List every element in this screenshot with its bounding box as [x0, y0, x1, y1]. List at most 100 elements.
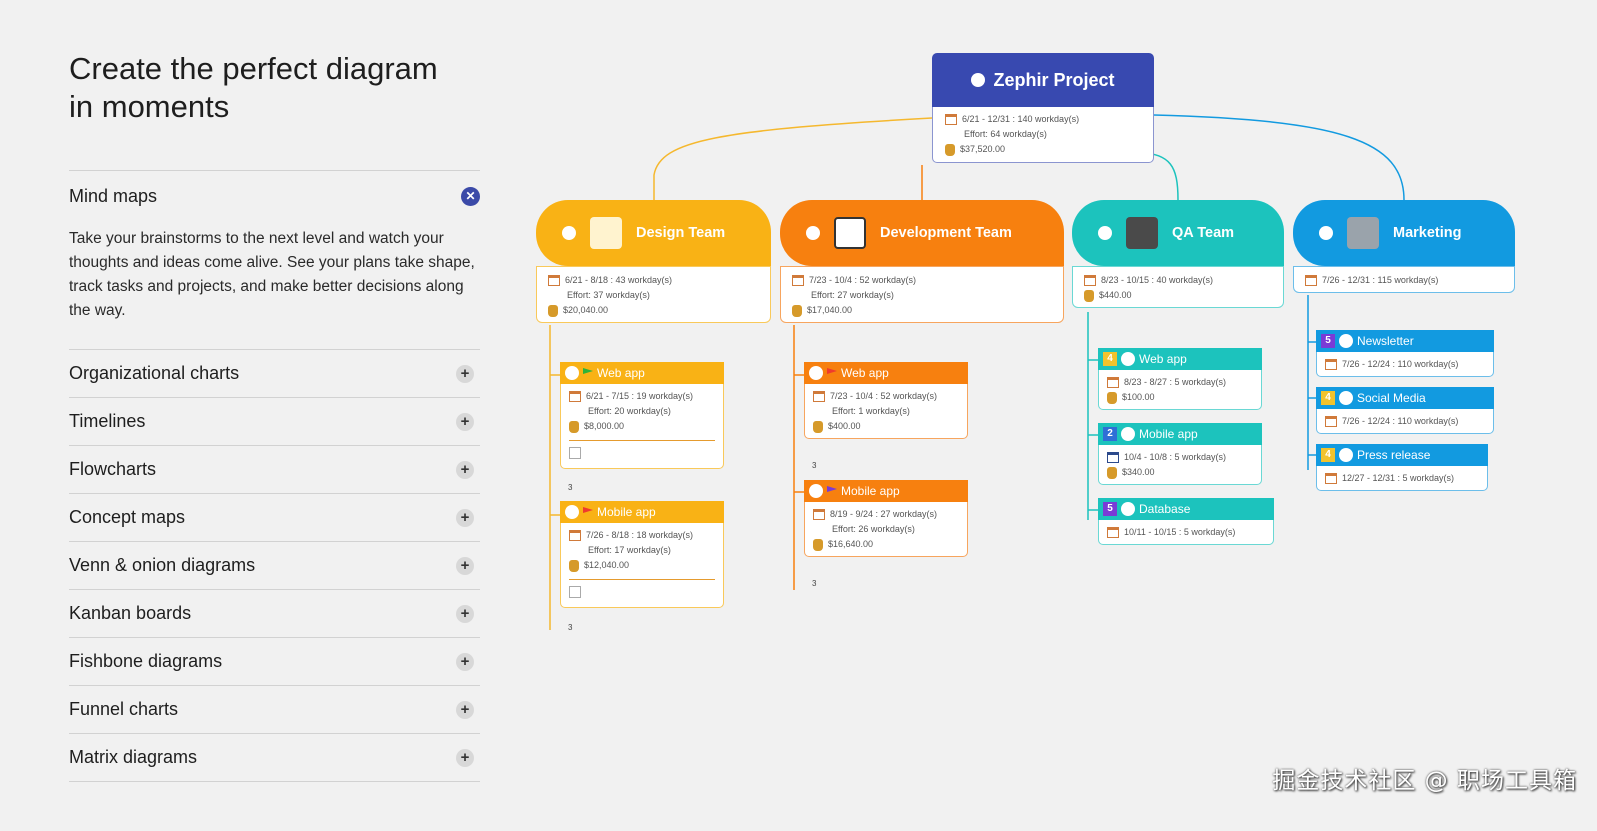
accordion-label: Organizational charts — [69, 363, 240, 383]
collapsed-count-badge[interactable]: 3 — [812, 579, 817, 588]
plus-icon[interactable]: + — [456, 412, 474, 431]
team-node-design[interactable]: Design Team 6/21 - 8/18 : 43 workday(s) … — [536, 200, 771, 323]
team-cost: $17,040.00 — [807, 305, 853, 315]
task-header[interactable]: Mobile app — [804, 480, 968, 502]
collapsed-count-badge[interactable]: 3 — [812, 461, 817, 470]
task-title: Mobile app — [597, 505, 656, 519]
calendar-icon — [1107, 377, 1119, 388]
team-node-marketing[interactable]: Marketing 7/26 - 12/31 : 115 workday(s) — [1293, 200, 1515, 293]
note-icon[interactable] — [569, 447, 581, 459]
team-details: 6/21 - 8/18 : 43 workday(s) Effort: 37 w… — [536, 266, 771, 323]
team-header[interactable]: Development Team — [780, 200, 1064, 266]
plus-icon[interactable]: + — [456, 748, 474, 767]
accordion-title[interactable]: Mind maps — [69, 186, 158, 206]
calendar-icon — [792, 275, 804, 286]
task-node-design-web-app[interactable]: Web app 6/21 - 7/15 : 19 workday(s) Effo… — [560, 362, 724, 469]
team-node-qa[interactable]: QA Team 8/23 - 10/15 : 40 workday(s) $44… — [1072, 200, 1284, 308]
team-dates: 6/21 - 8/18 : 43 workday(s) — [565, 275, 673, 285]
calendar-icon — [1084, 275, 1096, 286]
team-title: QA Team — [1172, 225, 1235, 241]
collapsed-count-badge[interactable]: 3 — [568, 623, 573, 632]
accordion-item-matrix[interactable]: Matrix diagrams+ — [69, 734, 480, 782]
accordion-item-funnel[interactable]: Funnel charts+ — [69, 686, 480, 734]
plus-icon[interactable]: + — [456, 364, 474, 383]
accordion-item-flowcharts[interactable]: Flowcharts + — [69, 446, 480, 494]
task-header[interactable]: Web app — [804, 362, 968, 384]
priority-badge: 4 — [1103, 352, 1117, 366]
progress-icon — [565, 505, 579, 519]
team-header[interactable]: Design Team — [536, 200, 771, 266]
accordion-item-organizational-charts[interactable]: Organizational charts + — [69, 350, 480, 398]
task-dates: 8/19 - 9/24 : 27 workday(s) — [830, 509, 938, 519]
progress-icon — [1339, 391, 1353, 405]
task-cost: $400.00 — [828, 421, 861, 431]
easel-icon — [590, 217, 622, 249]
plus-icon[interactable]: + — [456, 556, 474, 575]
task-node-dev-mobile-app[interactable]: Mobile app 8/19 - 9/24 : 27 workday(s) E… — [804, 480, 968, 557]
task-dates: 7/23 - 10/4 : 52 workday(s) — [830, 391, 938, 401]
accordion-item-kanban[interactable]: Kanban boards+ — [69, 590, 480, 638]
calendar-icon — [548, 275, 560, 286]
plus-icon[interactable]: + — [456, 508, 474, 527]
task-title: Web app — [597, 366, 645, 380]
accordion-label: Venn & onion diagrams — [69, 555, 256, 575]
megaphone-icon — [1347, 217, 1379, 249]
progress-icon — [806, 226, 820, 240]
progress-icon — [809, 484, 823, 498]
task-dates: 7/26 - 12/24 : 110 workday(s) — [1342, 416, 1459, 426]
task-header[interactable]: Mobile app — [560, 501, 724, 523]
accordion-item-venn-onion[interactable]: Venn & onion diagrams + — [69, 542, 480, 590]
collapsed-count-badge[interactable]: 3 — [568, 483, 573, 492]
accordion-item-mind-maps[interactable]: Mind maps ✕ Take your brainstorms to the… — [69, 170, 480, 350]
task-title: Mobile app — [841, 484, 900, 498]
progress-icon — [971, 73, 986, 87]
plus-icon[interactable]: + — [456, 700, 474, 719]
close-icon[interactable]: ✕ — [461, 187, 480, 206]
team-cost: $440.00 — [1099, 290, 1132, 300]
money-bag-icon — [813, 538, 823, 551]
calendar-icon — [1107, 527, 1119, 538]
watermark: 掘金技术社区 @ 职场工具箱 — [1272, 768, 1577, 794]
flag-icon — [827, 486, 837, 492]
plus-icon[interactable]: + — [456, 652, 474, 671]
team-node-development[interactable]: Development Team 7/23 - 10/4 : 52 workda… — [780, 200, 1064, 323]
accordion-item-fishbone[interactable]: Fishbone diagrams+ — [69, 638, 480, 686]
calendar-icon — [813, 391, 825, 402]
money-bag-icon — [813, 420, 823, 433]
plus-icon[interactable]: + — [456, 604, 474, 623]
priority-badge: 2 — [1103, 427, 1117, 441]
accordion-label: Flowcharts — [69, 459, 157, 479]
plus-icon[interactable]: + — [456, 460, 474, 479]
team-dates: 7/26 - 12/31 : 115 workday(s) — [1322, 275, 1439, 285]
progress-icon — [1339, 448, 1353, 462]
task-title: Newsletter — [1357, 334, 1414, 348]
team-header[interactable]: Marketing — [1293, 200, 1515, 266]
root-node[interactable]: Zephir Project 6/21 - 12/31 : 140 workda… — [932, 53, 1154, 163]
accordion-item-concept-maps[interactable]: Concept maps+ — [69, 494, 480, 542]
team-header[interactable]: QA Team — [1072, 200, 1284, 266]
note-icon[interactable] — [569, 586, 581, 598]
task-header[interactable]: Web app — [560, 362, 724, 384]
progress-icon — [1121, 502, 1135, 516]
progress-icon — [1319, 226, 1333, 240]
accordion-label: Timelines — [69, 411, 146, 431]
money-bag-icon — [1107, 466, 1117, 479]
priority-badge: 4 — [1321, 448, 1335, 462]
milestone-icon — [1107, 452, 1119, 463]
task-node-dev-web-app[interactable]: Web app 7/23 - 10/4 : 52 workday(s) Effo… — [804, 362, 968, 439]
accordion-item-timelines[interactable]: Timelines + — [69, 398, 480, 446]
task-node-design-mobile-app[interactable]: Mobile app 7/26 - 8/18 : 18 workday(s) E… — [560, 501, 724, 608]
root-node-header[interactable]: Zephir Project — [932, 53, 1154, 107]
